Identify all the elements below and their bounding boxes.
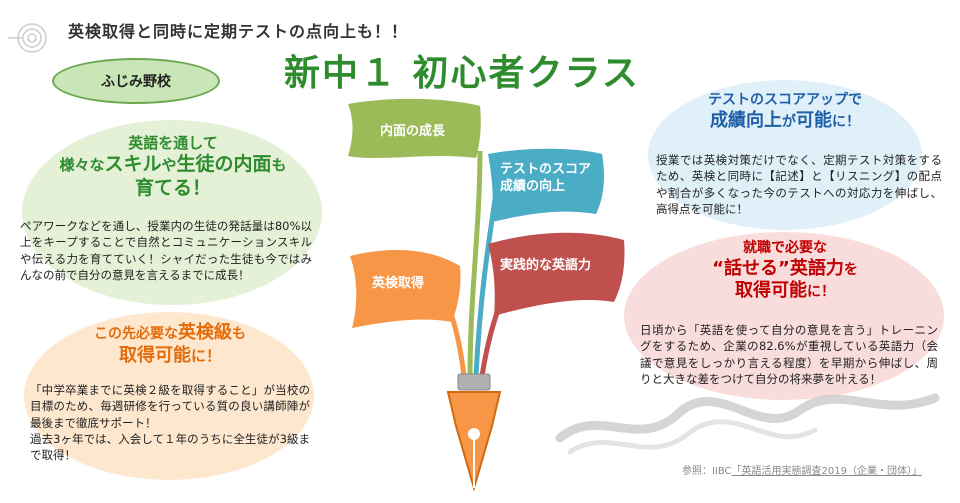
left-top-heading: 英語を通して 様々なスキルや生徒の内面も 育てる！: [24, 134, 322, 200]
right-top-body: 授業では英検対策だけでなく、定期テスト対策をするため、英検と同時に【記述】と【リ…: [656, 153, 942, 216]
left-top-heading-line2: 様々なスキルや生徒の内面も: [59, 152, 287, 175]
left-top-body: ペアワークなどを通し、授業内の生徒の発話量は80%以上をキープすることで自然とコ…: [20, 219, 312, 282]
right-top-heading-line2: 成績向上が可能に！: [710, 109, 860, 131]
leaf-label-practical-english: 実践的な英語力: [500, 258, 592, 273]
leaf-label-eiken: 英検取得: [372, 276, 425, 291]
right-bottom-heading-line3: 取得可能に！: [735, 280, 835, 301]
blob-left-bottom: [24, 312, 314, 480]
swirl-icon: [8, 23, 47, 53]
left-top-heading-line3: 育てる！: [134, 176, 211, 199]
page-title: 新中１ 初心者クラス: [284, 53, 640, 94]
leaf-label-test-score: テストのスコア 成績の向上: [500, 162, 591, 196]
right-bottom-body: 日頃から「英語を使って自分の意見を言う」トレーニングをするため、企業の82.6%…: [640, 323, 938, 386]
left-bottom-body: 「中学卒業までに英検２級を取得すること」が当校の目標のため、毎週研修を行っている…: [30, 383, 310, 463]
catchphrase: 英検取得と同時に定期テストの点向上も！！: [68, 22, 409, 41]
pen-tree-graphic: [348, 98, 625, 492]
right-bottom-heading: 就職で必要な “話せる”英語力を 取得可能に！: [640, 240, 930, 303]
right-bottom-heading-line1: 就職で必要な: [743, 240, 827, 256]
blob-right-top: [648, 80, 922, 230]
right-top-heading: テストのスコアアップで 成績向上が可能に！: [650, 92, 920, 132]
blob-left-top: [22, 120, 322, 305]
left-bottom-heading-line2: 取得可能に！: [118, 344, 221, 366]
leaf-label-inner-growth: 内面の成長: [380, 124, 446, 139]
school-name: ふじみ野校: [101, 74, 171, 90]
leaf-label-test-score-line1: テストのスコア: [500, 162, 592, 177]
school-badge: ふじみ野校: [52, 58, 220, 104]
leaf-label-test-score-line2: 成績の向上: [500, 178, 566, 194]
reference-link[interactable]: 「英語活用実態調査2019（企業・団体）」: [731, 466, 922, 477]
right-top-heading-line1: テストのスコアアップで: [708, 92, 862, 108]
left-bottom-heading: この先必要な英検級も 取得可能に！: [24, 322, 316, 367]
left-bottom-heading-line1: この先必要な英検級も: [94, 322, 246, 343]
right-bottom-heading-line2: “話せる”英語力を: [712, 257, 858, 279]
blob-right-bottom: [624, 232, 944, 400]
left-top-heading-line1: 英語を通して: [128, 134, 218, 152]
reference-note: 参照：IIBC「英語活用実態調査2019（企業・団体）」: [681, 466, 922, 477]
